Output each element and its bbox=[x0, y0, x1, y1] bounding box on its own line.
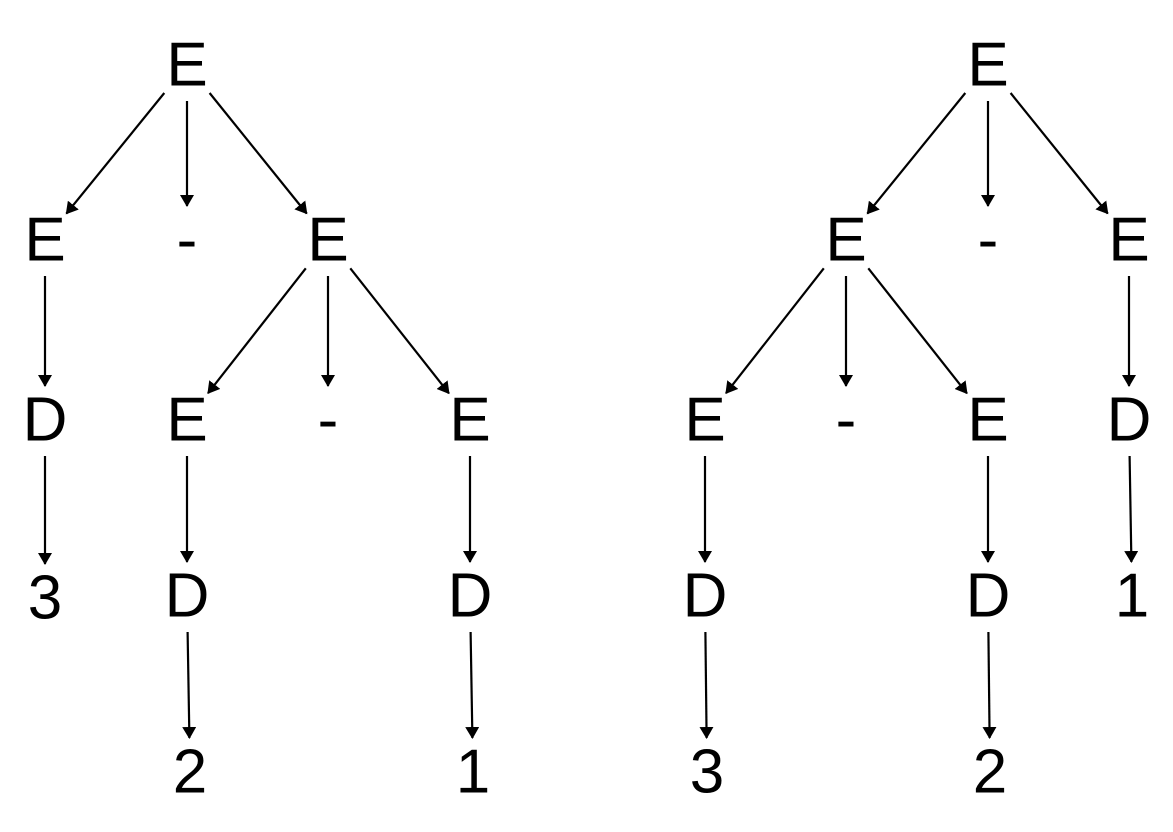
tree2-node-root: E bbox=[967, 31, 1008, 100]
tree2-edge-l-to-ll bbox=[725, 267, 825, 394]
tree2-node-r_d_n: 1 bbox=[1115, 562, 1149, 631]
tree2-node-lr_d_n: 2 bbox=[973, 738, 1007, 807]
nodes-layer: E E - E D 3 E - E D 2 D 1 E E - E E - E D D D 1 3 2 bbox=[23, 31, 1152, 807]
tree1-node-root: E bbox=[166, 31, 207, 100]
tree1-node-rl_d: D bbox=[165, 562, 210, 631]
tree1-edge-r-to-rr bbox=[349, 267, 450, 395]
tree1-edge-rl_d-to-rl_d_n bbox=[182, 631, 197, 739]
tree1-node-rr_d_n: 1 bbox=[456, 738, 490, 807]
edges-layer bbox=[38, 92, 1139, 739]
tree1-node-rr_d: D bbox=[448, 562, 493, 631]
tree1-node-r: E bbox=[307, 206, 348, 275]
tree2-node-l: E bbox=[825, 206, 866, 275]
tree2-node-ll_d_n: 3 bbox=[690, 738, 724, 807]
tree1-edge-root-to-r bbox=[208, 92, 308, 215]
tree2-node-r_d: D bbox=[1107, 386, 1152, 455]
tree2-edge-ll_d-to-ll_d_n bbox=[699, 631, 714, 739]
tree1-node-op1: - bbox=[177, 206, 198, 275]
tree1-edge-rr_d-to-rr_d_n bbox=[465, 631, 480, 739]
tree2-edge-root-to-l bbox=[866, 92, 967, 215]
tree2-node-op2: - bbox=[836, 386, 857, 455]
tree2-node-lr_d: D bbox=[966, 562, 1011, 631]
tree2-edge-lr_d-to-lr_d_n bbox=[982, 631, 997, 739]
tree2-node-r: E bbox=[1108, 206, 1149, 275]
tree1-node-l: E bbox=[24, 206, 65, 275]
tree1-node-op2: - bbox=[318, 386, 339, 455]
tree1-node-rl_d_n: 2 bbox=[173, 738, 207, 807]
tree2-node-lr: E bbox=[967, 386, 1008, 455]
tree2-node-ll: E bbox=[684, 386, 725, 455]
tree2-edge-r_d-to-r_d_n bbox=[1124, 455, 1139, 563]
tree1-node-l_d_n: 3 bbox=[28, 564, 62, 633]
tree2-edge-l-to-lr bbox=[867, 267, 968, 395]
tree1-node-rr: E bbox=[449, 386, 490, 455]
tree2-node-ll_d: D bbox=[683, 562, 728, 631]
tree2-edge-root-to-r bbox=[1009, 92, 1109, 215]
tree1-node-l_d: D bbox=[23, 386, 68, 455]
tree1-edge-root-to-l bbox=[65, 92, 166, 215]
tree1-edge-r-to-rl bbox=[207, 267, 307, 394]
tree2-node-op1: - bbox=[978, 206, 999, 275]
tree1-node-rl: E bbox=[166, 386, 207, 455]
